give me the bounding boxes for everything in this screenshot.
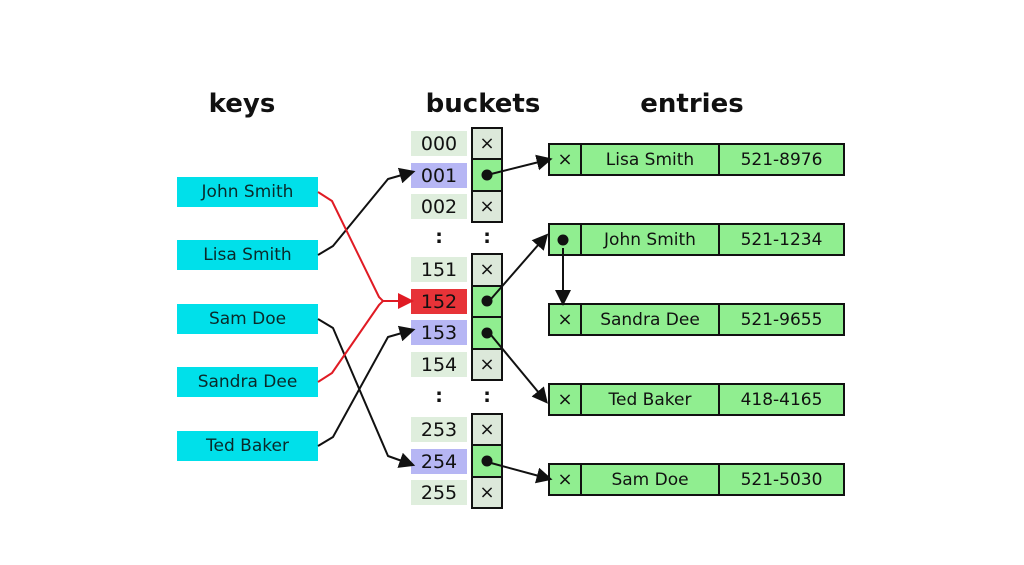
bucket-slot-001 (473, 158, 501, 190)
bucket-index-255: 255 (411, 480, 467, 505)
entry-name: Sandra Dee (582, 305, 720, 334)
key-sandra-dee: Sandra Dee (177, 367, 318, 397)
null-pointer-icon: × (479, 133, 495, 155)
null-pointer-icon: × (557, 149, 573, 170)
entry-phone: 521-9655 (740, 309, 823, 330)
bucket-slot-153 (473, 316, 501, 348)
entry-next-cell: × (550, 305, 582, 334)
entry-phone: 521-8976 (740, 149, 823, 170)
bucket-slot-section-1: × × (471, 127, 503, 223)
null-pointer-icon: × (479, 481, 495, 503)
bucket-slot-section-3: × × (471, 413, 503, 509)
column-header-buckets: buckets (425, 89, 541, 119)
line-john-smith-to-merge (317, 191, 384, 302)
entry-next-cell-pointer (550, 225, 582, 254)
null-pointer-icon: × (557, 309, 573, 330)
entry-sandra-dee: × Sandra Dee 521-9655 (548, 303, 845, 336)
bucket-slot-ellipsis: : (483, 226, 491, 248)
null-pointer-icon: × (479, 353, 495, 375)
entry-next-cell: × (550, 385, 582, 414)
entry-name: Lisa Smith (582, 145, 720, 174)
entry-phone: 418-4165 (740, 389, 823, 410)
entry-ted-baker: × Ted Baker 418-4165 (548, 383, 845, 416)
column-header-keys: keys (208, 89, 276, 119)
entry-name: Ted Baker (582, 385, 720, 414)
bucket-index-ellipsis: : (435, 226, 443, 248)
null-pointer-icon: × (479, 259, 495, 281)
entry-name: Sam Doe (582, 465, 720, 494)
key-john-smith: John Smith (177, 177, 318, 207)
bucket-slot-ellipsis: : (483, 385, 491, 407)
entry-phone: 521-5030 (740, 469, 823, 490)
bucket-index-151: 151 (411, 257, 467, 282)
entry-sam-doe: × Sam Doe 521-5030 (548, 463, 845, 496)
key-sam-doe: Sam Doe (177, 304, 318, 334)
bucket-index-152: 152 (411, 289, 467, 314)
bucket-index-153: 153 (411, 320, 467, 345)
null-pointer-icon: × (479, 195, 495, 217)
bucket-index-001: 001 (411, 163, 467, 188)
entry-name: John Smith (582, 225, 720, 254)
bucket-slot-152 (473, 284, 501, 316)
bucket-slot-002: × (473, 189, 501, 221)
key-ted-baker: Ted Baker (177, 431, 318, 461)
entry-lisa-smith: × Lisa Smith 521-8976 (548, 143, 845, 176)
entry-next-cell: × (550, 465, 582, 494)
bucket-index-254: 254 (411, 449, 467, 474)
bucket-index-253: 253 (411, 417, 467, 442)
key-lisa-smith: Lisa Smith (177, 240, 318, 270)
bucket-index-154: 154 (411, 352, 467, 377)
bucket-index-002: 002 (411, 194, 467, 219)
null-pointer-icon: × (557, 469, 573, 490)
bucket-slot-section-2: × × (471, 253, 503, 381)
line-sandra-dee-to-merge (317, 300, 384, 383)
bucket-index-000: 000 (411, 131, 467, 156)
bucket-slot-154: × (473, 347, 501, 379)
entry-next-cell: × (550, 145, 582, 174)
arrow-ted-baker-to-bucket-153 (317, 325, 416, 447)
null-pointer-icon: × (557, 389, 573, 410)
bucket-slot-255: × (473, 475, 501, 507)
bucket-slot-253: × (473, 415, 501, 445)
bucket-slot-000: × (473, 129, 501, 159)
arrow-lisa-smith-to-bucket-001 (317, 167, 416, 256)
entry-phone: 521-1234 (740, 229, 823, 250)
bucket-index-ellipsis: : (435, 385, 443, 407)
bucket-slot-254 (473, 444, 501, 476)
bucket-slot-151: × (473, 255, 501, 285)
null-pointer-icon: × (479, 419, 495, 441)
entry-john-smith: John Smith 521-1234 (548, 223, 845, 256)
column-header-entries: entries (640, 89, 744, 119)
arrow-sam-doe-to-bucket-254 (317, 318, 416, 468)
